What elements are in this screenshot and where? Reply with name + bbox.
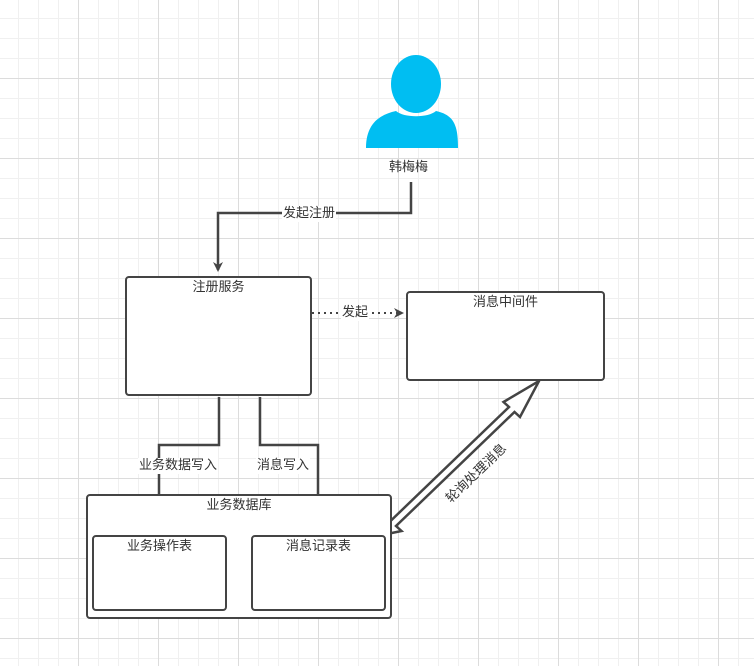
edge-label-initiate: 发起 xyxy=(341,305,370,321)
edge-poll-process xyxy=(380,377,543,537)
register-service-title: 注册服务 xyxy=(192,280,245,295)
user-name: 韩梅梅 xyxy=(389,160,429,175)
edge-label-initiate-register: 发起注册 xyxy=(282,206,337,222)
message-table-node[interactable]: 消息记录表 xyxy=(251,535,386,611)
person-icon xyxy=(366,55,458,148)
business-table-node[interactable]: 业务操作表 xyxy=(92,535,227,611)
message-middleware-node[interactable]: 消息中间件 xyxy=(406,291,605,381)
edge-initiate-register xyxy=(213,182,413,272)
edge-label-write-business: 业务数据写入 xyxy=(138,458,219,474)
message-table-title: 消息记录表 xyxy=(285,539,351,554)
edge-label-write-message: 消息写入 xyxy=(256,458,311,474)
business-table-title: 业务操作表 xyxy=(126,539,192,554)
edge-write-message xyxy=(258,397,323,536)
register-service-node[interactable]: 注册服务 xyxy=(125,276,312,396)
edge-write-business xyxy=(154,397,221,536)
message-middleware-title: 消息中间件 xyxy=(472,295,538,310)
business-db-title: 业务数据库 xyxy=(206,498,272,513)
